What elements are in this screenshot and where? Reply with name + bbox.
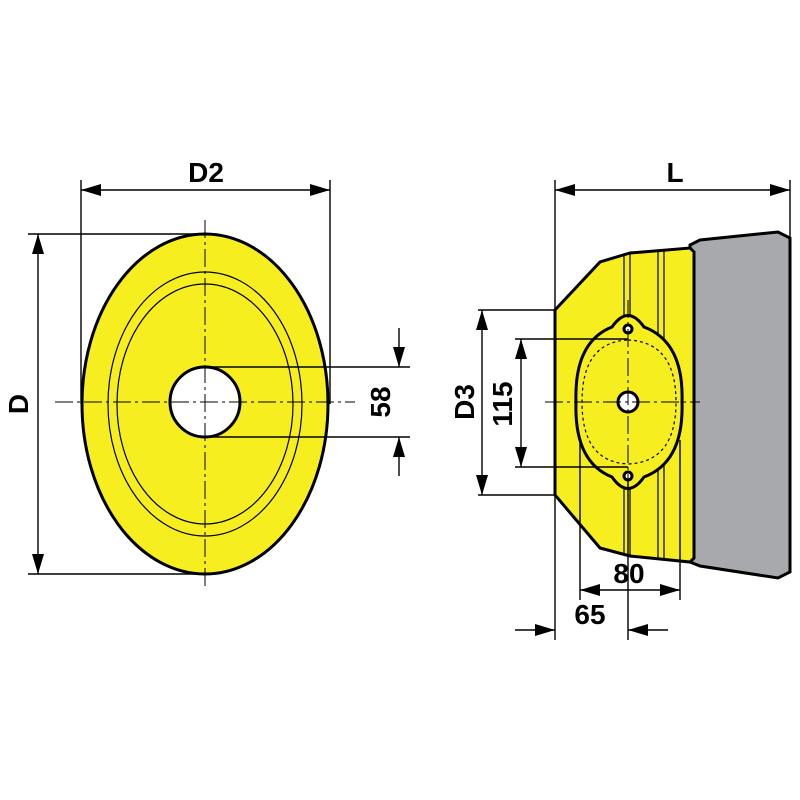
offset-arrow-right: [628, 624, 648, 636]
side-view: L D3 115 80 65: [449, 157, 792, 640]
side-flange-plate-dashed-outline: [581, 339, 677, 465]
offset-arrow-left: [535, 624, 555, 636]
slot-width-arrow-left: [580, 584, 600, 596]
slot-width-arrow-right: [660, 584, 680, 596]
d3-label: D3: [449, 384, 480, 420]
side-sleeve: [688, 230, 792, 580]
d-arrow-top: [32, 234, 44, 254]
d2-arrow-left: [81, 184, 101, 196]
hole-spacing-arrow-top: [515, 339, 527, 359]
d-label: D: [3, 394, 34, 414]
d2-label: D2: [188, 157, 224, 188]
l-label: L: [666, 157, 683, 188]
bore-label: 58: [365, 386, 396, 417]
hole-spacing-arrow-bottom: [515, 447, 527, 467]
slot-width-label: 80: [613, 558, 644, 589]
front-view: D2 D 58: [3, 157, 410, 590]
bore-arrow-bottom: [393, 437, 405, 457]
bore-arrow-top: [393, 347, 405, 367]
d-arrow-bottom: [32, 554, 44, 574]
l-arrow-right: [770, 184, 790, 196]
hole-spacing-label: 115: [487, 381, 518, 426]
d3-arrow-top: [476, 310, 488, 330]
l-arrow-left: [555, 184, 575, 196]
d2-arrow-right: [310, 184, 330, 196]
d3-arrow-bottom: [476, 475, 488, 495]
offset-label: 65: [574, 599, 605, 630]
